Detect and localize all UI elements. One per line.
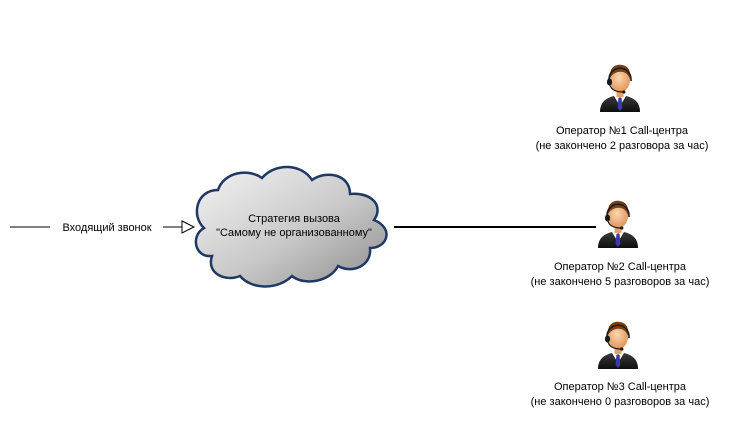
- operator-3-status: (не закончено 0 разговоров за час): [531, 396, 710, 408]
- strategy-title: Стратегия вызова: [248, 213, 341, 225]
- operator-2-name: Оператор №2 Call-центра: [554, 261, 687, 273]
- strategy-name: "Самому не организованному": [216, 227, 372, 239]
- incoming-call-label: Входящий звонок: [62, 222, 151, 234]
- cloud-icon: [194, 165, 388, 288]
- operator-2-status: (не закончено 5 разговоров за час): [531, 276, 710, 288]
- operator-headset-icon: [599, 63, 641, 113]
- open-arrowhead-icon: [181, 220, 196, 234]
- operator-headset-icon: [597, 320, 639, 370]
- operator-3-name: Оператор №3 Call-центра: [554, 381, 687, 393]
- operator-1-name: Оператор №1 Call-центра: [556, 125, 689, 137]
- operator-headset-icon: [597, 199, 639, 249]
- operator-1-status: (не закончено 2 разговора за час): [536, 140, 709, 152]
